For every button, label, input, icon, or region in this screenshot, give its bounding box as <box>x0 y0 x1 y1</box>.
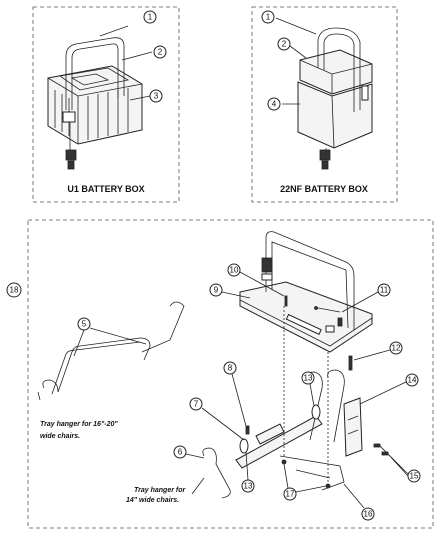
u1-panel-border <box>32 6 180 203</box>
nf22-caption: 22NF BATTERY BOX <box>280 184 368 194</box>
nf22-battery-box <box>275 17 373 170</box>
callout-1-22nf: 1 <box>266 13 271 22</box>
battery-tray <box>239 231 373 353</box>
callout-3-u1: 3 <box>154 92 159 101</box>
callout-1-u1: 1 <box>148 13 153 22</box>
callout-13-upper: 13 <box>304 374 313 383</box>
callout-16: 16 <box>364 510 373 519</box>
note-hanger-16-20-line1: Tray hanger for 16"-20" <box>40 421 118 428</box>
callout-2-u1: 2 <box>158 48 163 57</box>
callout-9: 9 <box>214 286 219 295</box>
tray-hanger-16-20 <box>37 301 185 401</box>
callout-7: 7 <box>194 400 199 409</box>
note-hanger-14-line2: 14" wide chairs. <box>126 497 179 504</box>
note-hanger-16-20-line2: wide chairs. <box>40 433 80 440</box>
u1-battery-box <box>47 25 153 170</box>
u1-caption: U1 BATTERY BOX <box>67 184 144 194</box>
callout-14: 14 <box>408 376 417 385</box>
callout-4-22nf: 4 <box>272 100 277 109</box>
callout-15: 15 <box>410 472 419 481</box>
nf22-panel-border <box>251 6 398 203</box>
callout-2-22nf: 2 <box>282 40 287 49</box>
note-hanger-14-line1: Tray hanger for <box>134 487 186 494</box>
callout-6: 6 <box>178 448 183 457</box>
callout-17: 17 <box>286 490 295 499</box>
callout-11: 11 <box>380 286 389 295</box>
callout-5: 5 <box>82 320 87 329</box>
callout-10: 10 <box>230 266 239 275</box>
callout-12: 12 <box>392 344 401 353</box>
callout-13-lower: 13 <box>244 482 253 491</box>
hanger-bar-assembly <box>202 369 389 499</box>
callout-8: 8 <box>228 364 233 373</box>
callout-18: 18 <box>10 286 19 295</box>
